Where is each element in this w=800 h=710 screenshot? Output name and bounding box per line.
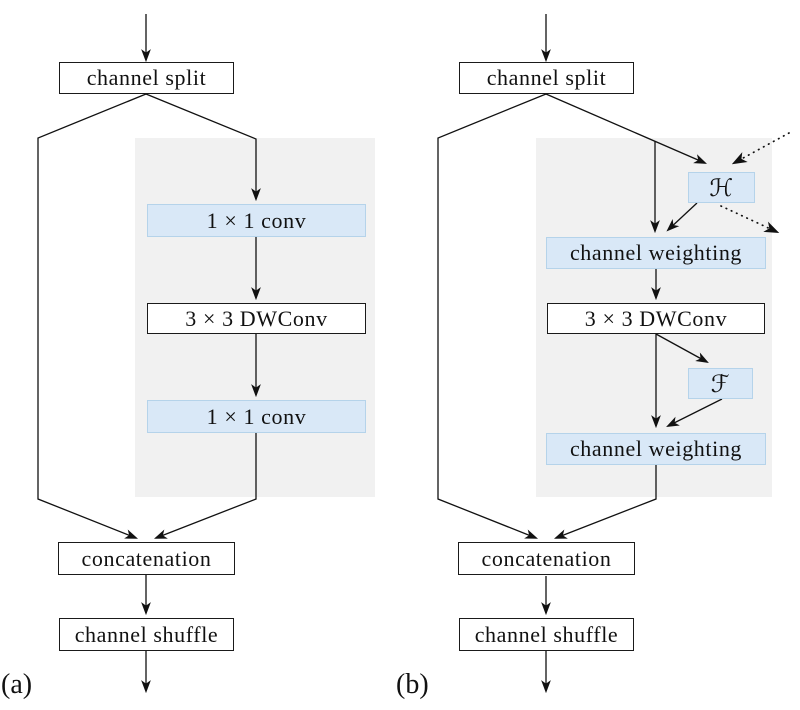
h-operator-box-b: ℋ	[688, 172, 755, 203]
channel-weighting-box-bottom-b: channel weighting	[546, 433, 766, 465]
arrow-dwconv-to-f-b	[655, 333, 709, 364]
wire-split-to-conv1-a	[145, 93, 261, 202]
dwconv-box-b: 3 × 3 DWConv	[547, 303, 765, 334]
channel-split-box-a: channel split	[59, 62, 234, 94]
concatenation-box-b: concatenation	[458, 542, 635, 575]
arrow-f-to-weighting2-b	[666, 398, 723, 427]
dotted-arrow-out-of-h	[720, 205, 780, 234]
conv1x1-box-bottom-a: 1 × 1 conv	[147, 400, 366, 433]
arrow-split-to-h-b	[545, 93, 707, 164]
channel-split-box-b: channel split	[459, 62, 634, 94]
wire-bypass-b	[437, 93, 547, 539]
wire-weighting2-to-concat-b	[553, 465, 657, 539]
f-operator-box-b: ℱ	[688, 368, 753, 399]
wire-bypass-a	[37, 93, 147, 539]
channel-weighting-box-top-b: channel weighting	[546, 237, 766, 269]
channel-shuffle-box-b: channel shuffle	[459, 618, 634, 651]
concatenation-box-a: concatenation	[58, 542, 235, 575]
wire-conv2-to-concat-a	[153, 433, 257, 539]
dwconv-box-a: 3 × 3 DWConv	[147, 303, 366, 334]
panel-caption-a: (a)	[1, 669, 33, 700]
dotted-arrow-into-h	[731, 132, 790, 165]
conv1x1-box-top-a: 1 × 1 conv	[147, 204, 366, 237]
arrow-h-to-weighting1-b	[666, 202, 698, 232]
channel-shuffle-box-a: channel shuffle	[59, 618, 234, 651]
panel-caption-b: (b)	[396, 669, 429, 700]
